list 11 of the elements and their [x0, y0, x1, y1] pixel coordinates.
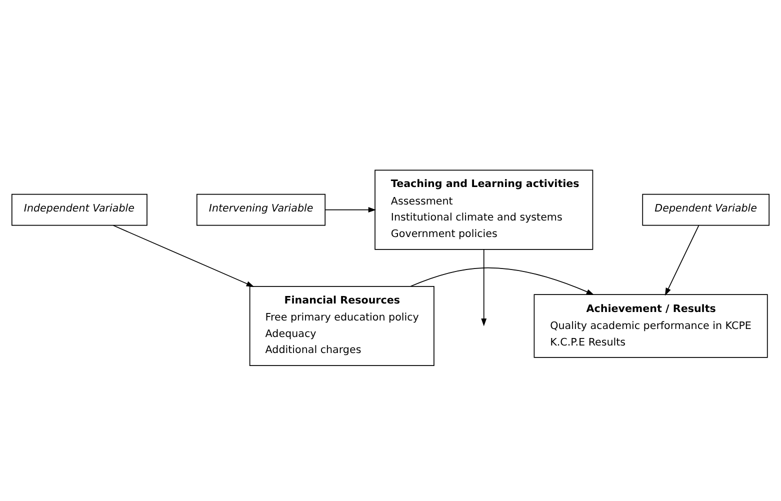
node-box: Financial Resources Free primary education policy Adequacy Additional charges: [249, 285, 434, 366]
arrow: [664, 224, 700, 296]
node-box: Teaching and Learning activities Assessment Institutional climate and systems Government policies: [374, 169, 594, 250]
node-box: Independent Variable: [11, 193, 148, 226]
arrow: [481, 248, 487, 326]
node-box: Achievement / Results Quality academic performance in KCPE K.C.P.E Results: [534, 294, 768, 358]
arrow: [410, 266, 594, 294]
arrow: [112, 224, 254, 286]
node-box: Intervening Variable: [196, 193, 326, 226]
arrow: [324, 206, 376, 212]
node-box: Dependent Variable: [642, 193, 770, 226]
